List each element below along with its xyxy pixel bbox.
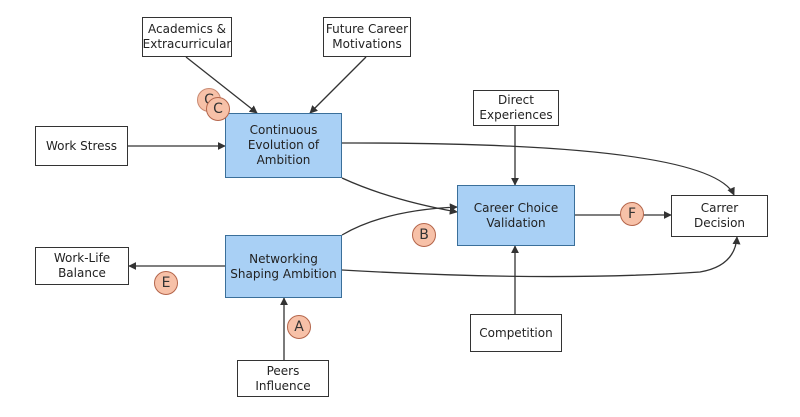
node-academics: Academics & Extracurricular bbox=[142, 17, 232, 57]
node-competition: Competition bbox=[470, 314, 562, 352]
edge-future-career-to-continuous bbox=[309, 56, 367, 114]
node-work-stress: Work Stress bbox=[35, 126, 128, 166]
edge-networking-to-decision bbox=[341, 236, 741, 278]
edge-continuous-to-decision bbox=[341, 142, 735, 196]
node-direct-experiences: Direct Experiences bbox=[473, 90, 559, 126]
badge-c: C bbox=[206, 97, 230, 121]
edge-continuous-to-validation bbox=[341, 177, 458, 215]
edge-academics-to-continuous bbox=[185, 56, 258, 114]
badge-f: F bbox=[620, 202, 644, 226]
badge-e: E bbox=[154, 271, 178, 295]
node-career-decision: Carrer Decision bbox=[671, 195, 768, 237]
node-work-life-balance: Work-Life Balance bbox=[35, 247, 129, 285]
node-future-career: Future Career Motivations bbox=[323, 17, 411, 57]
badge-a: A bbox=[287, 315, 311, 339]
node-networking: Networking Shaping Ambition bbox=[225, 235, 342, 298]
node-career-choice-validation: Career Choice Validation bbox=[457, 185, 575, 246]
edge-networking-to-validation bbox=[341, 203, 458, 236]
badge-b: B bbox=[412, 223, 436, 247]
node-continuous-evolution: Continuous Evolution of Ambition bbox=[225, 113, 342, 178]
node-peers-influence: Peers Influence bbox=[237, 360, 329, 397]
